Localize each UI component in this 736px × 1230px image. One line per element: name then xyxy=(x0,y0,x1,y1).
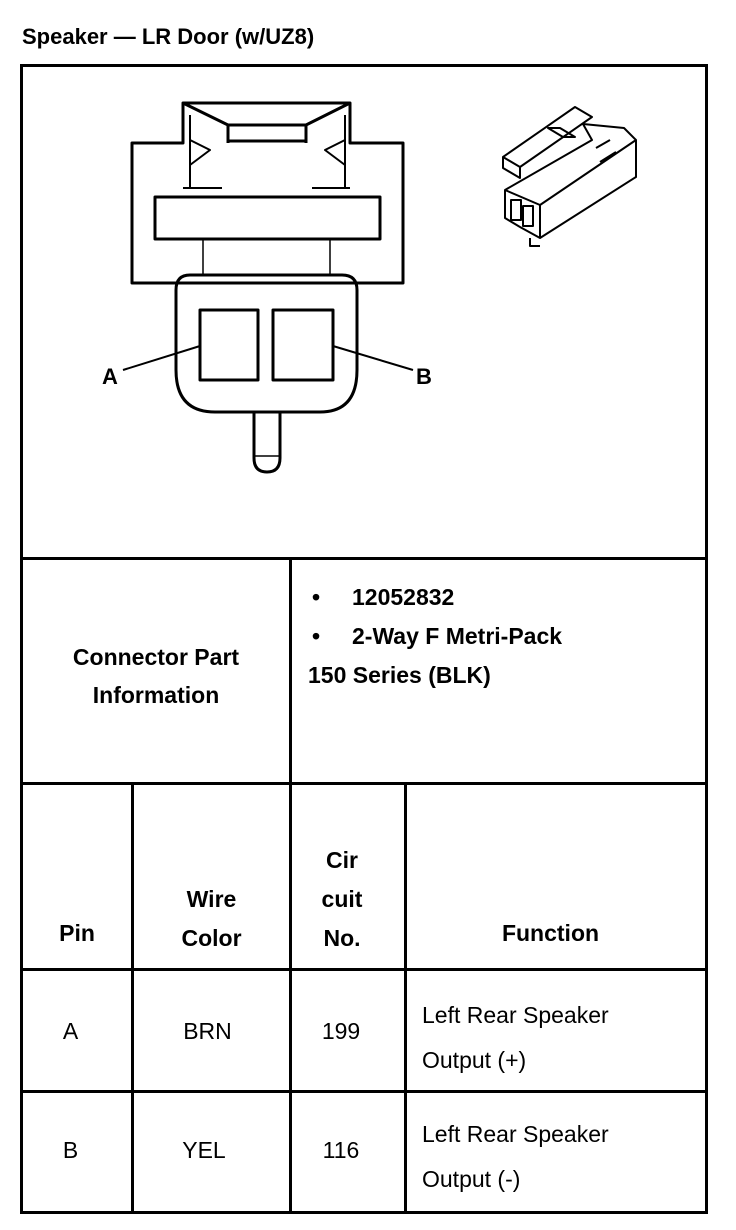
pin-label-b: B xyxy=(416,364,432,389)
connector-info-label-line2: Information xyxy=(92,682,220,708)
frame-bottom xyxy=(20,1211,708,1214)
row-a-pin: A xyxy=(62,1018,79,1044)
connector-series: 150 Series (BLK) xyxy=(308,662,491,688)
frame-left xyxy=(20,64,23,1214)
key-peg xyxy=(252,412,282,474)
header-wire-line1: Wire xyxy=(186,886,237,912)
row-a-function-line1: Left Rear Speaker xyxy=(422,1002,609,1028)
divider-info xyxy=(20,782,708,785)
row-b-function-line1: Left Rear Speaker xyxy=(422,1121,609,1147)
header-wire-color: Wire Color xyxy=(134,880,289,958)
connector-isometric-icon xyxy=(502,106,637,247)
divider-diagram xyxy=(20,557,708,560)
row-b-circuit: 116 xyxy=(322,1137,360,1163)
connector-info-values: • 12052832 • 2-Way F Metri-Pack 150 Series… xyxy=(308,578,698,695)
connector-description: 2-Way F Metri-Pack xyxy=(352,623,563,649)
part-number-line: • 12052832 xyxy=(308,578,698,617)
header-wire-line2: Color xyxy=(181,925,242,951)
vline-info xyxy=(289,557,292,785)
header-pin: Pin xyxy=(59,920,95,946)
bullet: • xyxy=(312,623,321,649)
vline-color xyxy=(289,782,292,1214)
divider-row xyxy=(20,1090,708,1093)
connector-diagram: A B xyxy=(102,101,637,474)
row-b-function: Left Rear Speaker Output (-) xyxy=(422,1112,702,1202)
row-a-function-line2: Output (+) xyxy=(422,1047,527,1073)
bullet: • xyxy=(312,584,321,610)
row-b-pin: B xyxy=(62,1137,79,1163)
header-circuit-number: Cir cuit No. xyxy=(292,841,392,958)
divider-header xyxy=(20,968,708,971)
row-b-function-line2: Output (-) xyxy=(422,1166,521,1192)
row-b-color: YEL xyxy=(182,1137,226,1163)
description-line: • 2-Way F Metri-Pack xyxy=(308,617,698,656)
frame-top xyxy=(20,64,708,67)
header-cir-line2: cuit xyxy=(321,886,363,912)
frame-right xyxy=(705,64,708,1214)
cavity-b xyxy=(271,308,335,382)
row-a-function: Left Rear Speaker Output (+) xyxy=(422,993,702,1083)
header-function: Function xyxy=(501,920,600,946)
header-cir-line3: No. xyxy=(323,925,361,951)
connector-body xyxy=(130,101,405,285)
connector-info-label-line1: Connector Part xyxy=(72,644,240,670)
vline-circuit xyxy=(404,782,407,1214)
connector-info-label: Connector Part Information xyxy=(23,638,289,714)
part-number: 12052832 xyxy=(352,584,455,610)
cavity-a xyxy=(198,308,260,382)
row-a-color: BRN xyxy=(183,1018,232,1044)
connector-face xyxy=(174,273,359,414)
lock-tab xyxy=(153,195,382,241)
row-a-circuit: 199 xyxy=(321,1018,361,1044)
page-title: Speaker — LR Door (w/UZ8) xyxy=(22,24,315,49)
latch-bar xyxy=(226,123,308,143)
latch-right xyxy=(304,101,351,143)
header-cir-line1: Cir xyxy=(326,847,358,873)
latch-left xyxy=(182,101,230,143)
vline-pin xyxy=(131,782,134,1214)
pin-label-a: A xyxy=(102,364,118,389)
